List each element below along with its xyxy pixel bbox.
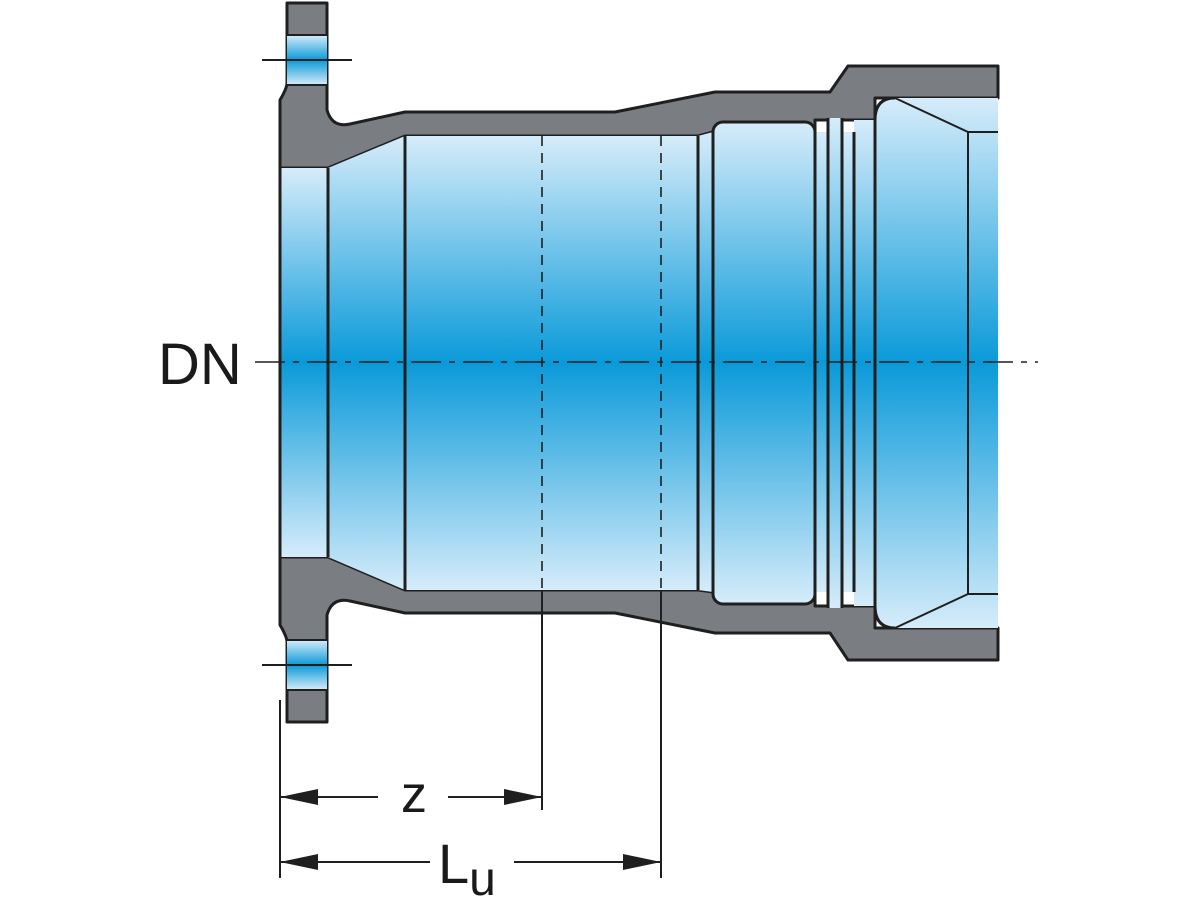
seal-chamber — [713, 122, 815, 604]
groove-ring — [828, 118, 842, 608]
z-label: z — [401, 766, 427, 824]
arrow-z-right — [504, 789, 542, 805]
fitting-body — [278, 1, 1000, 724]
upper-wall — [278, 1, 1000, 170]
arrow-lu-left — [280, 854, 318, 870]
arrow-lu-right — [623, 854, 661, 870]
spigot-bore — [405, 136, 698, 590]
bore — [280, 98, 998, 628]
dimension-lines — [279, 590, 662, 878]
cone-bore — [328, 136, 405, 590]
dn-label: DN — [158, 332, 242, 397]
lower-wall — [278, 555, 1000, 724]
lu-label-base: L — [438, 832, 469, 895]
socket-mouth — [875, 98, 998, 628]
bolt-holes — [262, 34, 352, 691]
lu-label-subscript: u — [469, 853, 496, 900]
lu-label: Lu — [438, 832, 496, 900]
arrow-z-left — [280, 789, 318, 805]
